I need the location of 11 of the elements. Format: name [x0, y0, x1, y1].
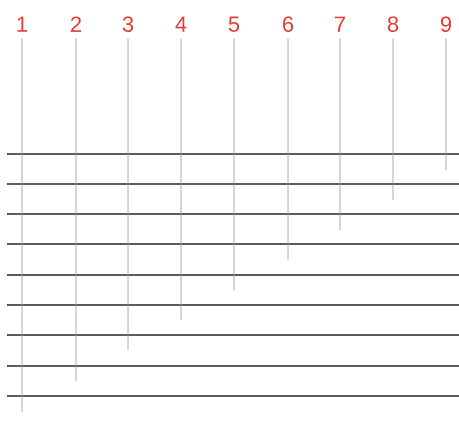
number-label: 6 — [283, 16, 294, 32]
leader-line — [180, 38, 182, 320]
number-label: 7 — [335, 16, 345, 32]
number-label: 5 — [228, 16, 240, 32]
leader-line — [392, 38, 394, 200]
number-label: 8 — [388, 16, 398, 32]
number-label: 9 — [440, 16, 452, 32]
number-label: 2 — [71, 16, 81, 32]
number-label: 1 — [18, 16, 28, 32]
number-label: 3 — [122, 16, 134, 32]
number-label: 4 — [175, 16, 186, 32]
